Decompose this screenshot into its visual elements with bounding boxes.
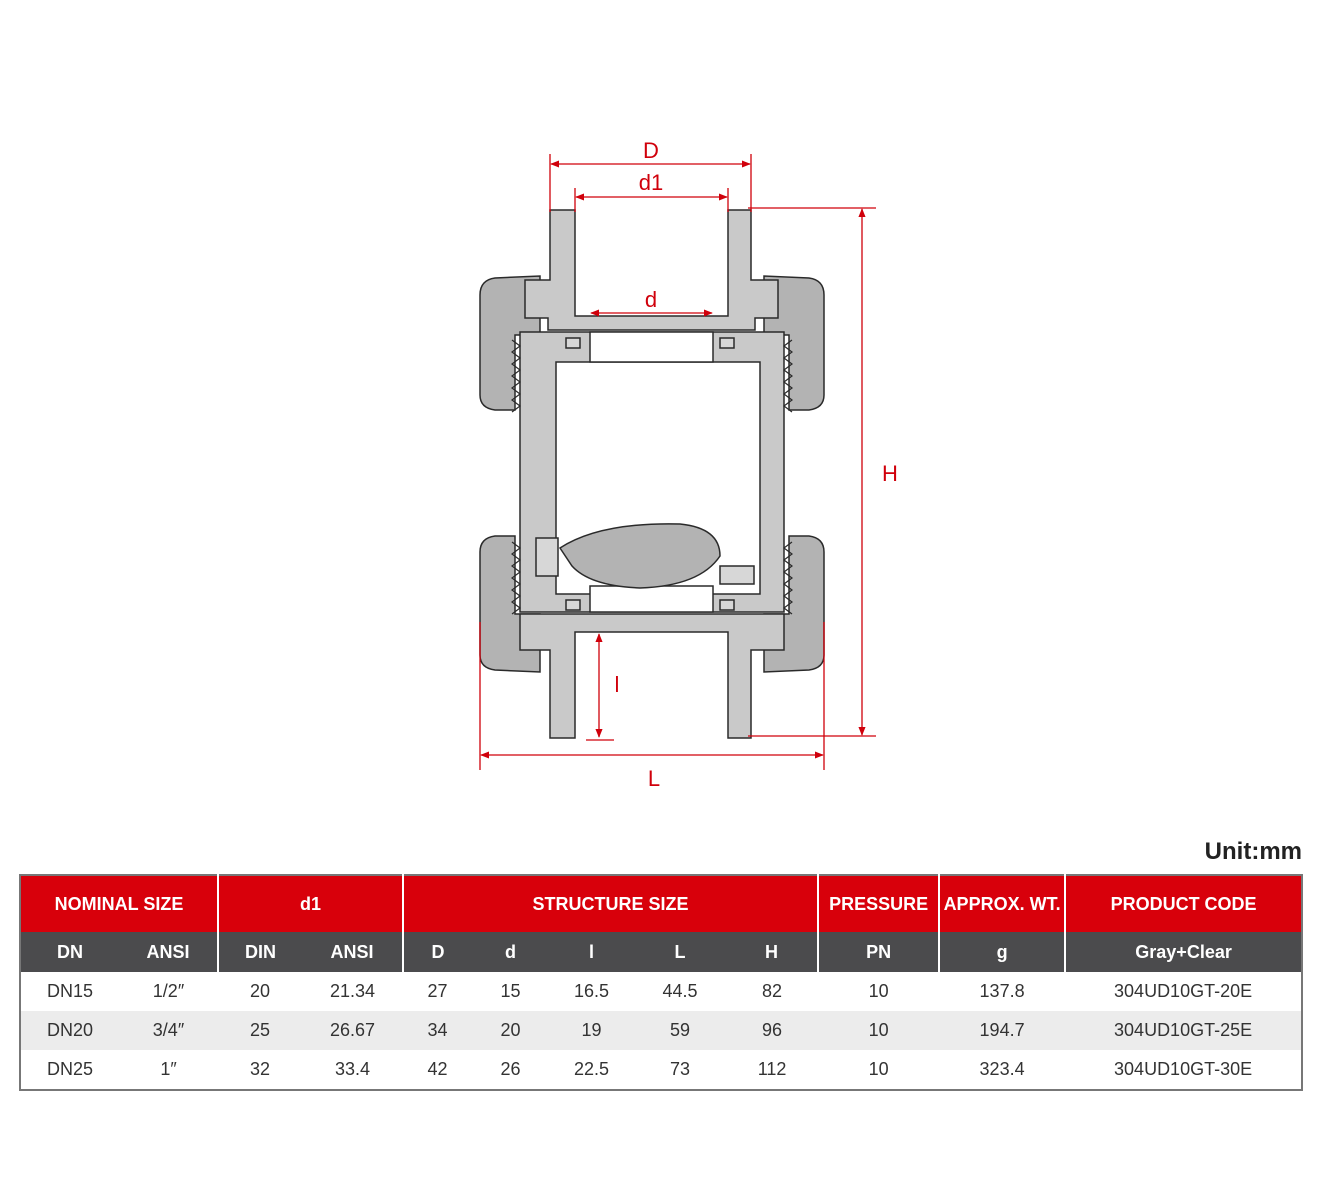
table-cell: 34: [403, 1011, 473, 1050]
table-cell: 26: [500, 1059, 521, 1079]
table-cell: 73: [670, 1059, 691, 1079]
table-cell: DN25: [46, 1059, 94, 1079]
table-cell: 10: [818, 1011, 940, 1050]
table-cell: 137.8: [979, 981, 1025, 1001]
table-row: DN15 1/2″ 20 21.34 27 15 16.5 44.5 82 10…: [20, 972, 1302, 1011]
top-socket: [524, 209, 779, 331]
table-cell: 59: [634, 1011, 727, 1050]
table-cell: 26.67: [302, 1011, 404, 1050]
unit-label: Unit:mm: [1204, 838, 1302, 865]
subheader-ansi-d1: ANSI: [302, 932, 405, 972]
table-cell: 194.7: [939, 1011, 1066, 1050]
table-cell: DN20: [20, 1011, 119, 1050]
subheader-gray-clear: Gray+Clear: [1065, 932, 1303, 972]
spec-table: NOMINAL SIZE d1 STRUCTURE SIZE PRESSURE …: [19, 874, 1304, 1091]
table-cell: 10: [868, 1059, 889, 1079]
table-cell: 1/2″: [152, 981, 185, 1001]
dim-label-d: d: [645, 287, 657, 312]
table-cell: 304UD10GT-25E: [1065, 1011, 1303, 1050]
table-cell: 44.5: [662, 981, 698, 1001]
table-cell: 304UD10GT-20E: [1114, 981, 1253, 1001]
sub-header-row: DN ANSI DIN ANSI D d l L H PN g Gray+Cle…: [20, 932, 1303, 972]
table-cell: 3/4″: [119, 1011, 219, 1050]
table-cell: 16.5: [574, 981, 610, 1001]
table-cell: 304UD10GT-30E: [1114, 1059, 1253, 1079]
header-pressure: PRESSURE: [818, 875, 941, 932]
dimension-lines: [479, 154, 876, 770]
table-cell: 82: [762, 981, 783, 1001]
dim-label-H: H: [882, 461, 898, 486]
table-cell: 112: [757, 1059, 787, 1079]
subheader-pn: PN: [818, 932, 941, 972]
subheader-ansi: ANSI: [119, 932, 220, 972]
dim-label-d1: d1: [639, 170, 663, 195]
table-cell: 27: [427, 981, 448, 1001]
header-approx-wt: APPROX. WT.: [939, 875, 1067, 932]
table-cell: 1″: [160, 1059, 177, 1079]
valve-body: [479, 209, 825, 739]
thread-marks: [511, 339, 793, 615]
header-product-code: PRODUCT CODE: [1065, 875, 1303, 932]
header-nominal-size: NOMINAL SIZE: [20, 875, 220, 932]
subheader-D: D: [403, 932, 473, 972]
check-disc: [558, 523, 721, 589]
valve-section-drawing: D d1 d H l L: [479, 138, 898, 791]
group-header-row: NOMINAL SIZE d1 STRUCTURE SIZE PRESSURE …: [20, 875, 1303, 932]
table-cell: 20: [472, 1011, 550, 1050]
table-cell: 96: [726, 1011, 819, 1050]
table-cell: 22.5: [574, 1059, 610, 1079]
table-cell: 42: [427, 1059, 448, 1079]
dim-label-l: l: [615, 672, 620, 697]
dim-label-L: L: [648, 766, 660, 791]
top-nut-right: [763, 275, 825, 411]
subheader-l: l: [549, 932, 635, 972]
subheader-H: H: [726, 932, 820, 972]
table-cell: 32: [250, 1059, 271, 1079]
header-d1: d1: [218, 875, 405, 932]
table-cell: 33.4: [335, 1059, 371, 1079]
table-cell: 15: [500, 981, 521, 1001]
table-cell: 25: [218, 1011, 303, 1050]
header-structure-size: STRUCTURE SIZE: [403, 875, 820, 932]
table-row: DN25 1″ 32 33.4 42 26 22.5 73 112 10 323…: [20, 1050, 1302, 1090]
subheader-dn: DN: [20, 932, 119, 972]
subheader-g: g: [939, 932, 1067, 972]
bottom-socket: [519, 613, 785, 739]
table-cell: 19: [549, 1011, 635, 1050]
table-cell: 10: [868, 981, 889, 1001]
table-cell: 323.4: [979, 1059, 1025, 1079]
dim-label-D: D: [643, 138, 659, 163]
subheader-din: DIN: [218, 932, 303, 972]
table-cell: DN15: [46, 981, 94, 1001]
subheader-d: d: [472, 932, 550, 972]
subheader-L: L: [634, 932, 727, 972]
table-row: DN20 3/4″ 25 26.67 34 20 19 59 96 10 194…: [20, 1011, 1303, 1050]
table-cell: 20: [250, 981, 271, 1001]
table-cell: 21.34: [330, 981, 376, 1001]
